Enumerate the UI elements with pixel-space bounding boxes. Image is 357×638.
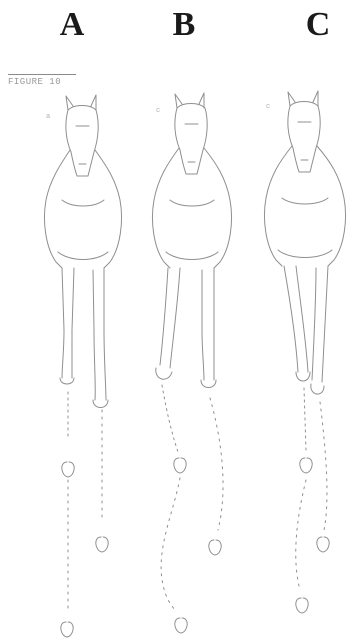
- horse-b-drawing: [152, 93, 231, 633]
- horse-a-drawing: [44, 95, 121, 637]
- mark-a: a: [46, 113, 50, 121]
- horse-c-drawing: [264, 91, 345, 613]
- mark-c: c: [266, 103, 270, 111]
- mark-b: c: [156, 107, 160, 115]
